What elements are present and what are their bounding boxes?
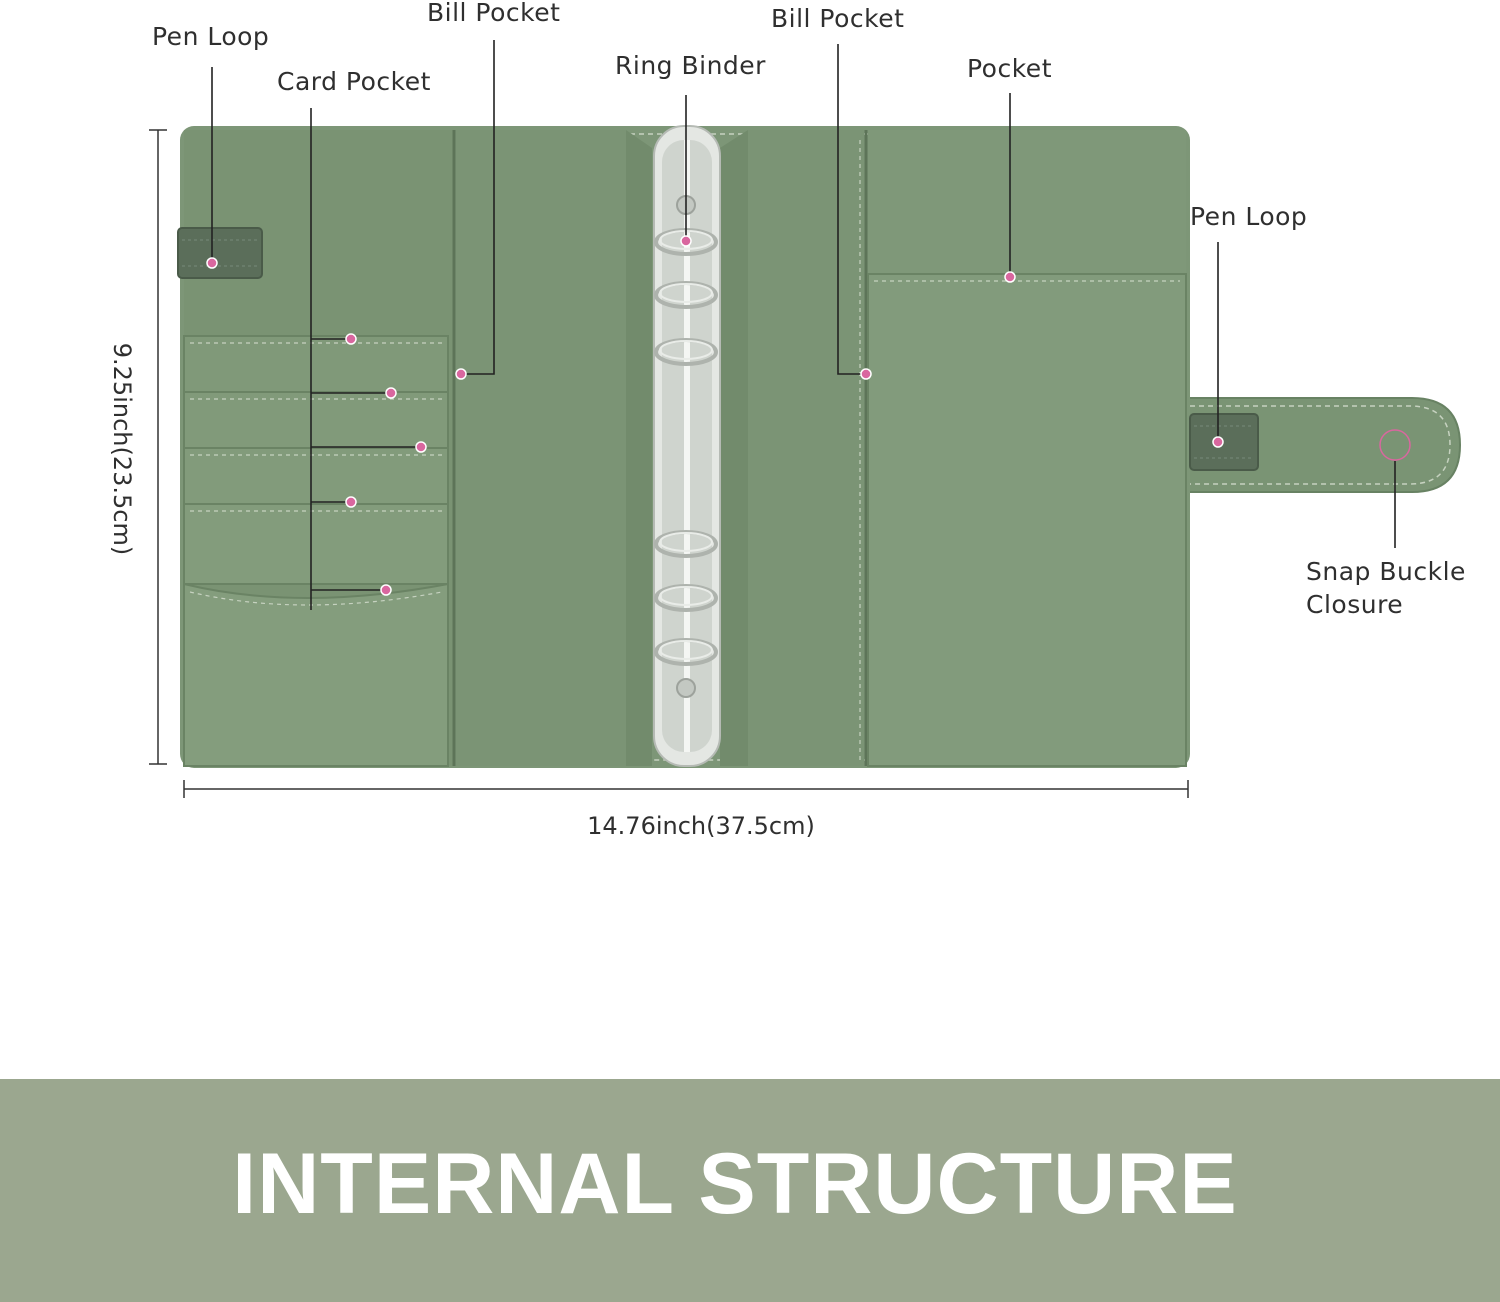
left-bill-pocket-panel bbox=[456, 130, 626, 766]
footer-band bbox=[0, 1079, 1500, 1302]
card-pockets bbox=[183, 335, 449, 767]
pen-loop-left bbox=[177, 227, 263, 279]
label-ring-binder: Ring Binder bbox=[615, 51, 766, 80]
label-card-pocket: Card Pocket bbox=[277, 67, 431, 96]
ring-binder bbox=[653, 125, 721, 767]
height-dimension-line bbox=[149, 129, 167, 765]
label-snap-buckle-line1: Snap Buckle bbox=[1306, 557, 1466, 586]
label-bill-pocket-right: Bill Pocket bbox=[771, 4, 905, 33]
width-dimension-line bbox=[183, 780, 1189, 798]
label-pocket: Pocket bbox=[967, 54, 1052, 83]
width-dimension-label: 14.76inch(37.5cm) bbox=[587, 812, 815, 840]
label-pen-loop-left: Pen Loop bbox=[152, 22, 270, 51]
leader-lines bbox=[211, 40, 1396, 610]
footer-title: INTERNAL STRUCTURE bbox=[232, 1136, 1238, 1232]
height-dimension-label: 9.25inch(23.5cm) bbox=[108, 342, 136, 556]
label-snap-buckle-line2: Closure bbox=[1306, 589, 1404, 619]
right-bill-pocket-panel bbox=[748, 130, 864, 766]
marker-dots bbox=[206, 235, 1224, 596]
label-pen-loop-right: Pen Loop bbox=[1190, 202, 1308, 231]
pen-loop-right bbox=[1189, 413, 1259, 471]
label-snap-buckle: Snap Buckle Closure bbox=[1306, 556, 1466, 621]
snap-buckle-button bbox=[1379, 429, 1411, 461]
label-bill-pocket-left: Bill Pocket bbox=[427, 0, 561, 27]
